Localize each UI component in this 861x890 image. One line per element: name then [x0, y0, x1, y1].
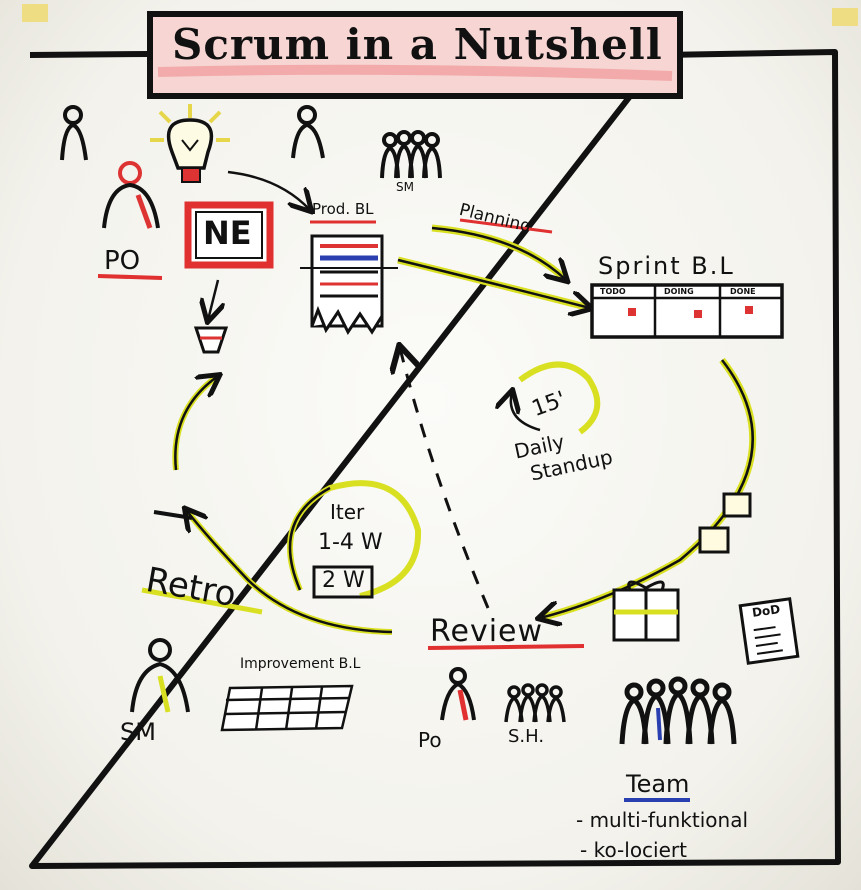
product-backlog-stack	[300, 234, 398, 335]
sm-small-label: SM	[396, 180, 414, 194]
title-box	[147, 11, 683, 99]
ne-label: NE	[203, 214, 252, 252]
ne-to-funnel-arrow	[208, 279, 218, 320]
sprint-backlog-board	[590, 283, 784, 339]
sm-group-icon	[380, 130, 442, 179]
improvement-arrow	[174, 376, 218, 471]
sprint-col-doing: DOING	[664, 287, 694, 296]
stakeholders-icon	[504, 683, 566, 723]
retro-underline	[141, 587, 263, 615]
ne-card	[184, 201, 274, 269]
outer-frame	[29, 49, 841, 869]
page-title: Scrum in a Nutshell	[172, 20, 663, 69]
small-box-icon	[698, 492, 752, 554]
retro-arrow	[186, 510, 393, 634]
improvement-bl-label: Improvement B.L	[240, 656, 361, 672]
retro-arrow-tail	[153, 510, 193, 520]
sm-person-icon	[130, 638, 190, 713]
person-icon	[60, 105, 88, 161]
review-label: Review	[430, 614, 544, 649]
iter-value-box	[312, 565, 374, 599]
po-person-icon	[102, 161, 160, 229]
idea-arrow	[227, 170, 310, 210]
iteration-loop-arrow	[288, 486, 331, 591]
prod-bl-label: Prod. BL	[312, 200, 374, 218]
team-icon	[619, 676, 737, 745]
gift-box-icon	[612, 580, 680, 642]
po-bottom-label: Po	[418, 728, 442, 752]
review-underline	[427, 644, 585, 650]
stakeholders-label: S.H.	[508, 726, 545, 747]
po-underline	[97, 274, 163, 280]
sprint-cycle-arrow	[540, 359, 754, 618]
feedback-dashed-arrow	[400, 348, 490, 609]
po-bottom-person-icon	[440, 667, 476, 721]
po-label: PO	[104, 246, 141, 276]
team-note-multifunctional: - multi-funktional	[576, 808, 749, 832]
tape-top-left	[22, 4, 48, 22]
funnel-icon	[193, 326, 229, 354]
document-icon	[738, 597, 800, 665]
sprint-col-done: DONE	[730, 287, 756, 296]
sprint-col-todo: TODO	[600, 287, 626, 296]
daily-loop-arrow	[511, 392, 541, 432]
improvement-backlog-table	[220, 684, 354, 732]
person-icon	[291, 105, 325, 159]
planning-underline	[459, 218, 553, 234]
planning-arrow	[431, 226, 566, 280]
team-note-colocated: - ko-lociert	[580, 838, 687, 862]
lightbulb-icon	[150, 104, 230, 183]
sm-label: SM	[120, 718, 156, 746]
iter-label: Iter	[330, 500, 365, 524]
iter-range: 1-4 W	[318, 530, 383, 555]
iter-value: 2 W	[322, 568, 365, 593]
daily-loop-highlight	[518, 361, 601, 435]
bl-transfer-arrow	[397, 258, 590, 308]
team-label: Team	[626, 770, 690, 798]
sprint-bl-label: Sprint B.L	[598, 252, 735, 280]
tape-top-right	[832, 8, 858, 26]
